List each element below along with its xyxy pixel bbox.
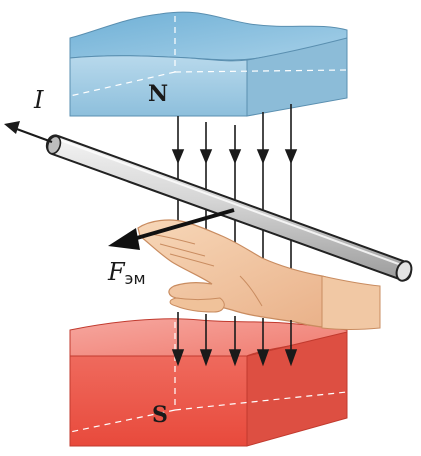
field-line-4-lower — [256, 318, 270, 367]
hand-thumb — [169, 297, 225, 313]
field-line-4-upper — [256, 112, 270, 165]
conductor — [45, 134, 413, 282]
north-magnet-front — [69, 55, 248, 117]
current-label: I — [33, 86, 44, 114]
north-magnet-hidden-edges — [69, 16, 348, 97]
north-magnet-side — [246, 37, 348, 117]
field-line-1-upper — [171, 116, 185, 165]
hand-finger-creases — [149, 233, 263, 307]
south-magnet-hidden-edges — [69, 322, 348, 433]
current-arrow — [4, 121, 53, 143]
field-line-2-upper — [199, 122, 213, 165]
field-line-3-lower — [228, 316, 242, 367]
north-magnet: N — [69, 11, 348, 117]
field-line-1-lower — [171, 312, 185, 367]
magnetic-field-lines-upper — [171, 104, 298, 165]
south-magnet-front — [69, 355, 248, 447]
magnetic-field-lines-lower — [171, 312, 298, 367]
force-subscript: эм — [125, 269, 146, 288]
field-line-5-lower — [284, 320, 298, 367]
force-symbol: F — [107, 258, 126, 286]
field-line-3-upper — [228, 125, 242, 165]
south-magnet-top — [69, 318, 348, 359]
conductor-end-cap — [395, 260, 413, 282]
north-pole-label: N — [148, 81, 168, 107]
south-magnet: S — [69, 318, 348, 447]
hand-wrist — [321, 275, 381, 330]
south-magnet-side — [246, 331, 348, 447]
field-line-2-lower — [199, 314, 213, 367]
south-pole-label: S — [152, 402, 168, 428]
conductor-highlight — [59, 139, 405, 267]
force-label: Fэм — [107, 258, 146, 288]
force-arrow — [108, 208, 235, 250]
left-hand-icon — [137, 219, 381, 330]
field-line-5-upper — [284, 104, 298, 165]
